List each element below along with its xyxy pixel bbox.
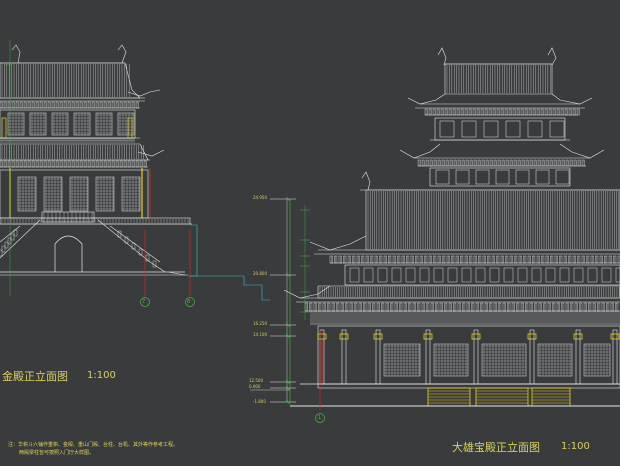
right-drawing-scale: 1:100 (561, 441, 590, 452)
right-drawing-title: 大雄宝殿正立面图 (452, 441, 540, 454)
grid-bubble (185, 297, 195, 307)
elevation-mark-6: 0.000 (249, 384, 261, 389)
grid-axis-label-8: 8 (187, 299, 191, 305)
left-drawing-title: 金殿正立面图 (2, 370, 68, 383)
grid-bubble (315, 413, 325, 423)
left-drawing-scale: 1:100 (87, 370, 116, 381)
grid-bubble (140, 297, 150, 307)
drawing-note-line-2: 两殿梁柱皆可按照入门厅大样图。 (19, 450, 95, 456)
elevation-mark-7: -1.800 (253, 399, 266, 404)
elevation-mark-1: 24.950 (253, 195, 267, 200)
grid-axis-label-1: 1 (318, 415, 322, 421)
elevation-mark-3: 16.250 (253, 321, 267, 326)
elevation-dimension-lines (250, 196, 310, 405)
left-hall-elevation (0, 40, 270, 307)
elevation-mark-4: 14.100 (253, 332, 267, 337)
elevation-mark-5: 12.500 (249, 378, 263, 383)
grid-axis-label-7: 7 (142, 299, 146, 305)
right-hall-elevation (283, 47, 620, 423)
drawing-note-line-1: 注：华栱斗六铺作重栱、金殿、重山门殿、台柱、台机、其外等作参考工程。 (8, 442, 179, 448)
elevation-mark-2: 20.800 (253, 271, 267, 276)
